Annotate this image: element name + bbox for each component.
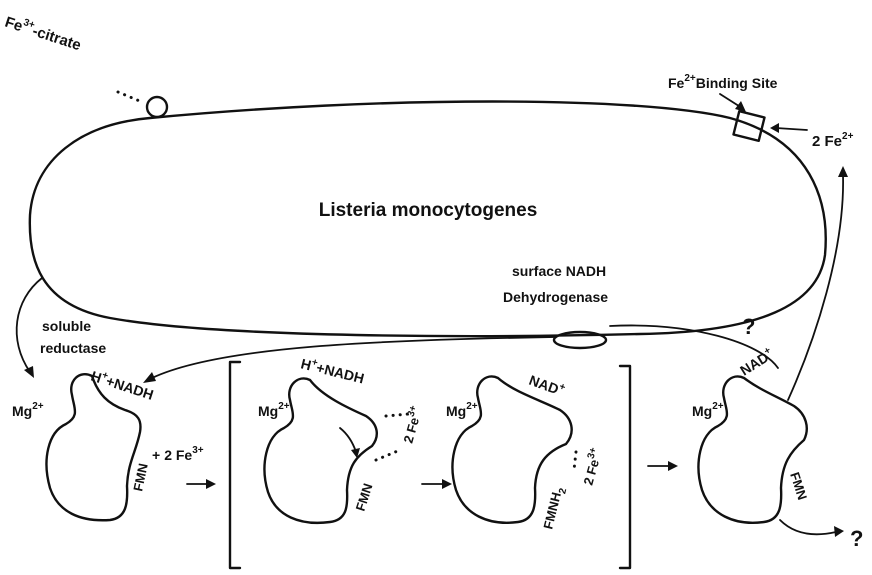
enzyme3-mg-charge: 2+ (466, 401, 478, 412)
svg-text:2 Fe3+: 2 Fe3+ (399, 404, 426, 445)
enzyme1-fe3-charge: 3+ (192, 445, 204, 456)
question-mark-bottom: ? (850, 526, 863, 551)
binding-site-text: Binding Site (696, 75, 778, 91)
enzyme4-mg: Mg (692, 403, 712, 419)
enzyme3-mg: Mg (446, 403, 466, 419)
enzyme2-fe3-charge: 3+ (406, 404, 420, 418)
enzyme2-hydride-arrow (340, 428, 356, 452)
enzyme3-fmnh2-label: FMNH2 (540, 485, 569, 532)
binding-site-label: Fe2+Binding Site (668, 73, 778, 91)
svg-text:2 Fe3+: 2 Fe3+ (579, 446, 606, 487)
enzyme2-fmn: FMN (353, 481, 376, 512)
enzyme3-nad-label: NAD+ (527, 371, 567, 399)
enzyme3-nad: NAD (527, 372, 561, 397)
fe3-citrate-tail: -citrate (30, 23, 83, 55)
enzyme2-mg-charge: 2+ (278, 401, 290, 412)
enzyme3-fe3-label: 2 Fe3+ (579, 446, 606, 487)
svg-text:NAD+: NAD+ (527, 371, 567, 399)
incoming-fe-charge: 2+ (842, 131, 854, 142)
enzyme2-fmn-label: FMN (353, 481, 376, 512)
enzyme3-mg-label: Mg2+ (446, 401, 478, 419)
intermediate-bracket-left (230, 362, 240, 568)
enzyme4-fmn-label: FMN (787, 470, 810, 501)
reductase-enzyme-1 (47, 374, 141, 520)
fe2-release-head (838, 166, 848, 177)
enzyme1-fmn-label: FMN (130, 462, 151, 493)
enzyme3-fmnh-sub: 2 (557, 487, 569, 495)
soluble-line1: soluble (42, 318, 91, 334)
fe2-binding-site-box (733, 111, 764, 141)
enzyme1-fmn: FMN (130, 462, 151, 493)
nadh-supply-head (143, 372, 156, 383)
incoming-fe2-arrow (776, 128, 807, 130)
svg-text:FMNH2: FMNH2 (540, 485, 569, 532)
incoming-fe-count: 2 Fe (812, 133, 842, 150)
svg-text:Fe3+-citrate: Fe3+-citrate (3, 12, 84, 54)
question-mark-top: ? (742, 314, 755, 339)
enzyme1-nadh-label: H++NADH (89, 367, 156, 403)
svg-text:H++NADH: H++NADH (299, 354, 366, 386)
soluble-reductase-head (24, 366, 34, 378)
enzyme4-fmn: FMN (787, 470, 810, 501)
enzyme2-mg: Mg (258, 403, 278, 419)
fe3-citrate-ion: Fe (3, 14, 25, 36)
enzyme2-iron-dots-lower (376, 450, 400, 460)
step-arrow-2-head (442, 479, 452, 489)
enzyme1-mg-charge: 2+ (32, 401, 44, 412)
intermediate-bracket-right (620, 366, 630, 568)
step-arrow-1-head (206, 479, 216, 489)
fmn-exit-head (834, 526, 844, 537)
binding-site-charge: 2+ (684, 73, 696, 84)
enzyme3-iron-dots (574, 452, 576, 470)
enzyme1-fe3-label: +2 Fe3+ (152, 445, 204, 463)
incoming-fe2-label: 2 Fe2+ (812, 131, 854, 150)
enzyme2-mg-label: Mg2+ (258, 401, 290, 419)
svg-text:H++NADH: H++NADH (89, 367, 156, 403)
organism-label: Listeria monocytogenes (319, 200, 538, 221)
citrate-receptor (147, 97, 167, 117)
soluble-reductase-arrow (17, 278, 42, 372)
surface-enzyme-line2: Dehydrogenase (503, 289, 608, 305)
citrate-dotted-path (118, 92, 142, 102)
enzyme3-fe3-charge: 3+ (586, 446, 600, 460)
incoming-fe2-head (770, 123, 779, 133)
enzyme1-mg-label: Mg2+ (12, 401, 44, 419)
binding-site-fe: Fe (668, 75, 685, 91)
enzyme3-fe3-count: 2 Fe (580, 458, 602, 487)
step-arrow-3-head (668, 461, 678, 471)
soluble-line2: reductase (40, 340, 106, 356)
enzyme1-fe3-plus: + (152, 447, 160, 463)
fe3-citrate-label: Fe3+-citrate (3, 12, 84, 54)
reductase-enzyme-4 (699, 376, 807, 522)
enzyme3-fmnh: FMNH (540, 491, 564, 531)
enzyme1-mg: Mg (12, 403, 32, 419)
fe2-release-arrow (788, 175, 843, 400)
fmn-exit-arrow (780, 520, 836, 534)
enzyme4-mg-label: Mg2+ (692, 401, 724, 419)
enzyme2-nadh-label: H++NADH (299, 354, 366, 386)
surface-enzyme-line1: surface NADH (512, 263, 606, 279)
enzyme2-fe3-label: 2 Fe3+ (399, 404, 426, 445)
enzyme4-mg-charge: 2+ (712, 401, 724, 412)
enzyme2-fe3-count: 2 Fe (400, 416, 422, 445)
enzyme1-fe3-count: 2 Fe (164, 447, 192, 463)
enzyme2-nadh: NADH (323, 361, 366, 386)
